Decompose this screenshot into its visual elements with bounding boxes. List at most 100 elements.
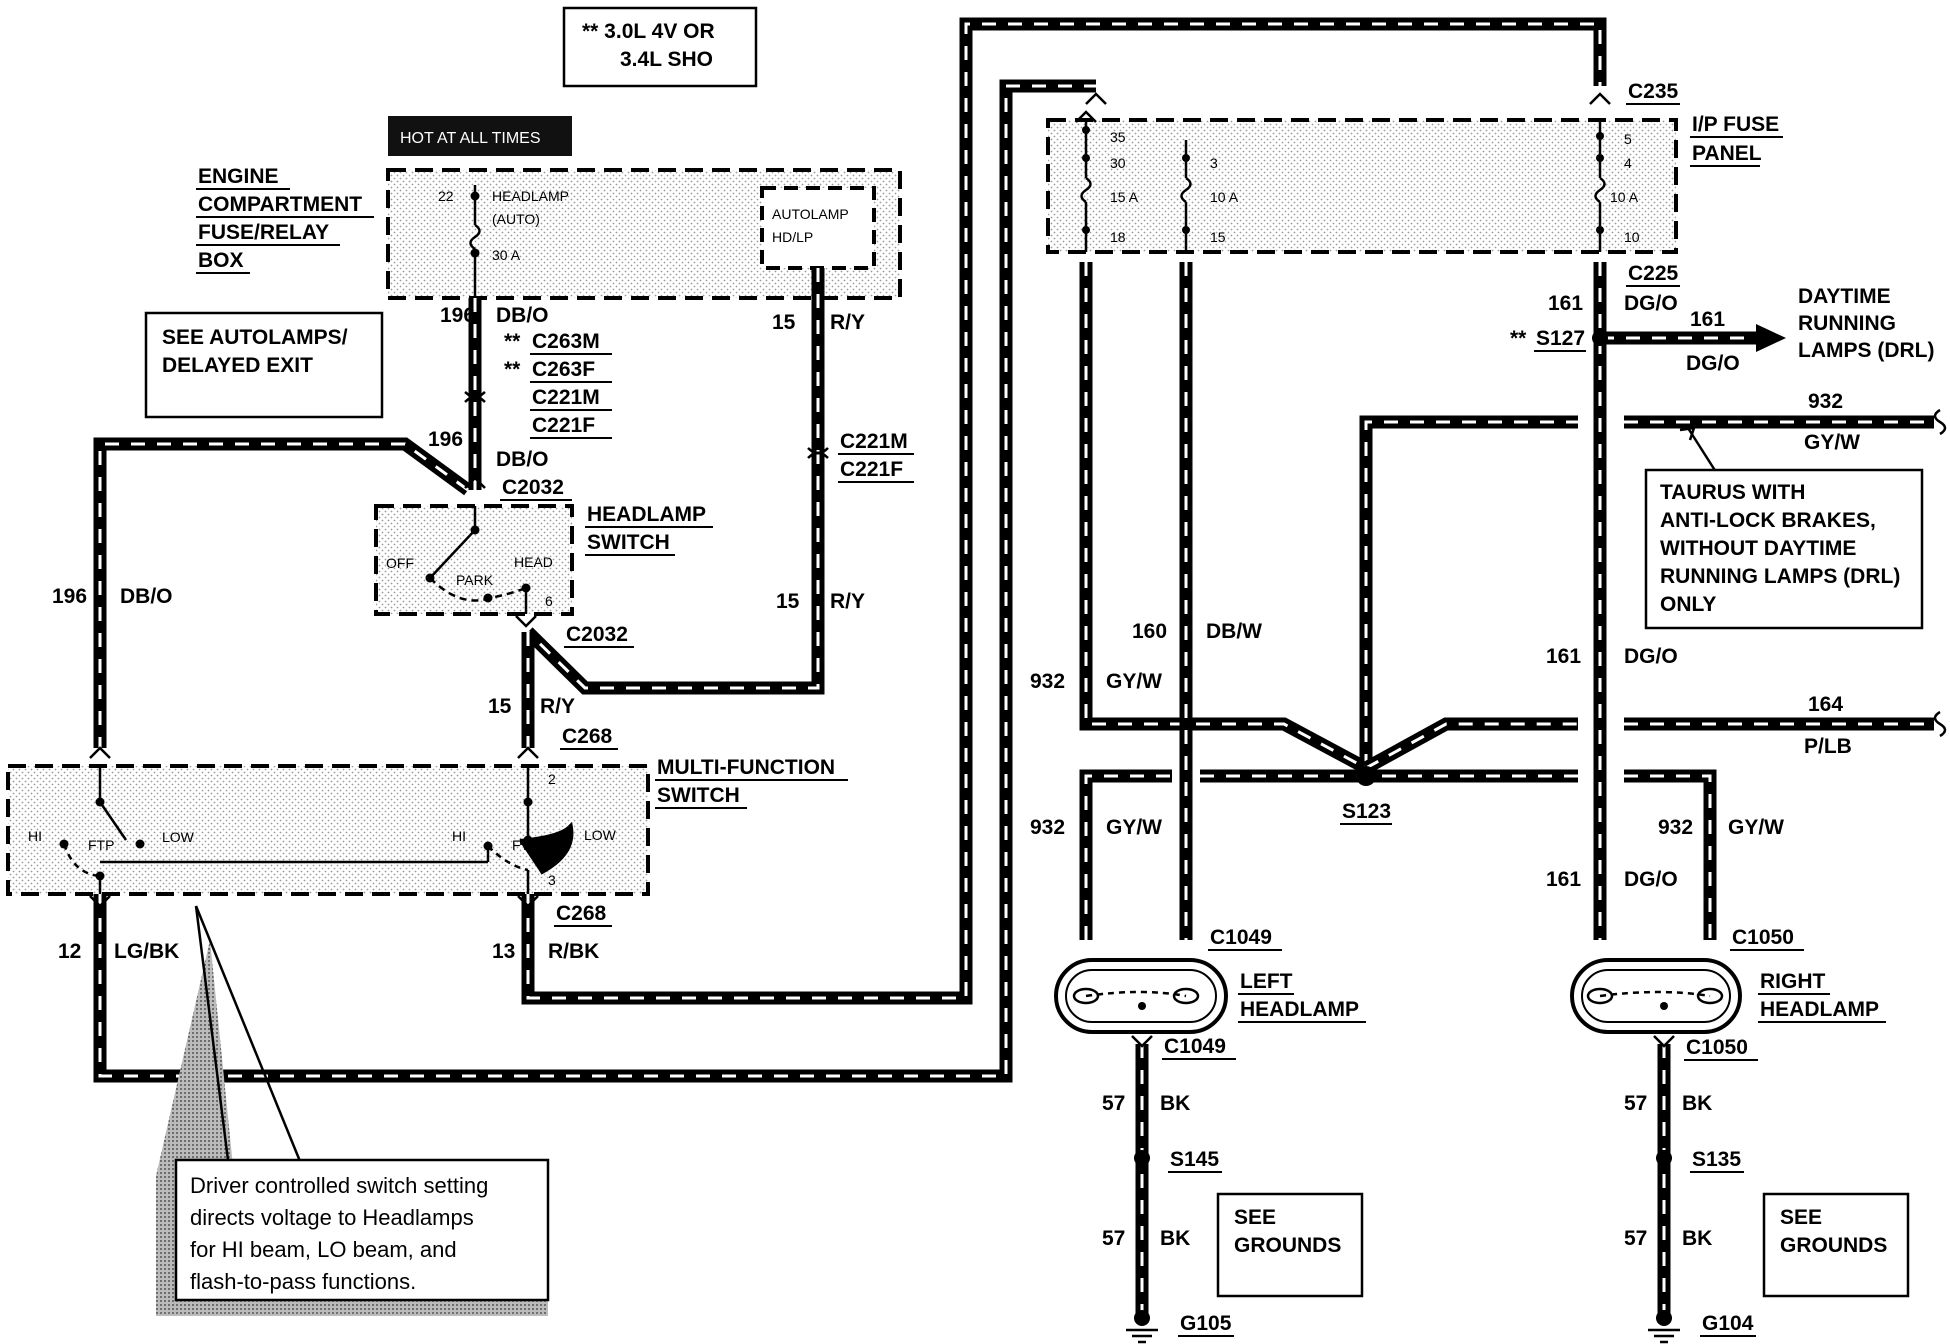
w15-a-col: R/Y bbox=[830, 311, 865, 334]
w15-b-col: R/Y bbox=[830, 590, 865, 613]
w161-c-num: 161 bbox=[1546, 868, 1581, 891]
engine-note-line2: 3.4L SHO bbox=[620, 48, 713, 71]
mfs-ftp-right: FTP bbox=[512, 837, 538, 853]
star3: ** bbox=[1510, 327, 1527, 350]
w196-a-col: DB/O bbox=[496, 304, 549, 327]
w13-col: R/BK bbox=[548, 940, 599, 963]
f1-bot: 18 bbox=[1110, 229, 1126, 245]
left-headlamp-label-2: HEADLAMP bbox=[1240, 998, 1359, 1021]
callout-line-1: Driver controlled switch setting bbox=[190, 1173, 488, 1198]
w932-top-col: GY/W bbox=[1804, 431, 1860, 454]
w932-a-num: 932 bbox=[1030, 670, 1065, 693]
see-autolamps-box bbox=[144, 311, 384, 419]
c1049-top: C1049 bbox=[1210, 926, 1272, 949]
taurus-1: TAURUS WITH bbox=[1660, 481, 1805, 504]
right-headlamp-label-2: HEADLAMP bbox=[1760, 998, 1879, 1021]
callout-line-3: for HI beam, LO beam, and bbox=[190, 1237, 457, 1262]
w196-c-num: 196 bbox=[52, 585, 87, 608]
see-autolamps-2: DELAYED EXIT bbox=[162, 354, 313, 377]
c225: C225 bbox=[1628, 262, 1679, 285]
see-grounds-right bbox=[1762, 1192, 1910, 1298]
mfs-hi-left: HI bbox=[28, 828, 42, 844]
c235: C235 bbox=[1628, 80, 1679, 103]
f1-top: 35 bbox=[1110, 129, 1126, 145]
s135: S135 bbox=[1692, 1148, 1741, 1171]
autolamp-label-2: HD/LP bbox=[772, 229, 813, 245]
ecfrb-label-4: BOX bbox=[198, 249, 244, 272]
drl-label-1: DAYTIME bbox=[1798, 285, 1891, 308]
see-grounds-left-2: GROUNDS bbox=[1234, 1234, 1341, 1257]
mfs-pin3: 3 bbox=[548, 872, 556, 888]
w15-a-num: 15 bbox=[772, 311, 796, 334]
ipfuse-label-1: I/P FUSE bbox=[1692, 113, 1779, 136]
w57-a-num: 57 bbox=[1102, 1092, 1125, 1115]
w932-b-num: 932 bbox=[1030, 816, 1065, 839]
right-headlamp bbox=[1570, 958, 1742, 1034]
c2032-top: C2032 bbox=[502, 476, 564, 499]
wires-right bbox=[1079, 262, 1934, 1316]
taurus-3: WITHOUT DAYTIME bbox=[1660, 537, 1856, 560]
ecfrb-label-2: COMPARTMENT bbox=[198, 193, 362, 216]
w164-num: 164 bbox=[1808, 693, 1843, 716]
w196-a-num: 196 bbox=[440, 304, 475, 327]
w932-c-col: GY/W bbox=[1728, 816, 1784, 839]
fuse22-amp: 30 A bbox=[492, 247, 521, 263]
w57-a-col: BK bbox=[1160, 1092, 1190, 1115]
ip-fuse-panel bbox=[1046, 118, 1678, 254]
w932-b-col: GY/W bbox=[1106, 816, 1162, 839]
headlamp-switch-label-2: SWITCH bbox=[587, 531, 670, 554]
s145: S145 bbox=[1170, 1148, 1219, 1171]
drl-label-2: RUNNING bbox=[1798, 312, 1896, 335]
f3-num: 4 bbox=[1624, 155, 1632, 171]
w57-c-col: BK bbox=[1682, 1092, 1712, 1115]
fuse22-name-1: HEADLAMP bbox=[492, 188, 569, 204]
w161-a-col: DG/O bbox=[1624, 292, 1678, 315]
star2: ** bbox=[504, 358, 521, 381]
autolamp-label-1: AUTOLAMP bbox=[772, 206, 849, 222]
s127: S127 bbox=[1536, 327, 1585, 350]
mfs-hi-right: HI bbox=[452, 828, 466, 844]
w161-b-num: 161 bbox=[1546, 645, 1581, 668]
hot-at-all-times-banner bbox=[388, 116, 572, 156]
c1050-bot: C1050 bbox=[1686, 1036, 1748, 1059]
f3-amp: 10 A bbox=[1610, 189, 1639, 205]
f2-num: 3 bbox=[1210, 155, 1218, 171]
callout-line-2: directs voltage to Headlamps bbox=[190, 1205, 474, 1230]
f2-bot: 15 bbox=[1210, 229, 1226, 245]
fuse22-num: 22 bbox=[438, 188, 454, 204]
w160-num: 160 bbox=[1132, 620, 1167, 643]
hs-park: PARK bbox=[456, 572, 494, 588]
c263m: C263M bbox=[532, 330, 600, 353]
fuse22-name-2: (AUTO) bbox=[492, 211, 540, 227]
ecfrb-label-1: ENGINE bbox=[198, 165, 279, 188]
callout-box bbox=[174, 1158, 550, 1302]
mfs-pin2: 2 bbox=[548, 771, 556, 787]
mfs-ftp-left: FTP bbox=[88, 837, 114, 853]
f1-amp: 15 A bbox=[1110, 189, 1139, 205]
f1-num: 30 bbox=[1110, 155, 1126, 171]
w196-c-col: DB/O bbox=[120, 585, 173, 608]
headlamp-switch-label-1: HEADLAMP bbox=[587, 503, 706, 526]
hot-at-all-times-text: HOT AT ALL TIMES bbox=[400, 130, 541, 147]
taurus-4: RUNNING LAMPS (DRL) bbox=[1660, 565, 1900, 588]
c268-bot: C268 bbox=[556, 902, 607, 925]
s123: S123 bbox=[1342, 800, 1391, 823]
c221m-a: C221M bbox=[532, 386, 600, 409]
autolamp-relay-box bbox=[760, 186, 876, 270]
w15-b-num: 15 bbox=[776, 590, 800, 613]
engine-note-box bbox=[562, 6, 758, 88]
star1: ** bbox=[504, 330, 521, 353]
mfs-label-1: MULTI-FUNCTION bbox=[657, 756, 835, 779]
g105: G105 bbox=[1180, 1312, 1232, 1335]
taurus-note-box bbox=[1644, 468, 1924, 630]
w15-c-num: 15 bbox=[488, 695, 512, 718]
c1049-bot: C1049 bbox=[1164, 1035, 1226, 1058]
wires-left bbox=[93, 17, 1607, 1083]
mfs-low-right: LOW bbox=[584, 827, 617, 843]
taurus-5: ONLY bbox=[1660, 593, 1716, 616]
callout-line-4: flash-to-pass functions. bbox=[190, 1269, 416, 1294]
w13-num: 13 bbox=[492, 940, 515, 963]
see-grounds-left-1: SEE bbox=[1234, 1206, 1276, 1229]
w161-drl-num: 161 bbox=[1690, 308, 1725, 331]
